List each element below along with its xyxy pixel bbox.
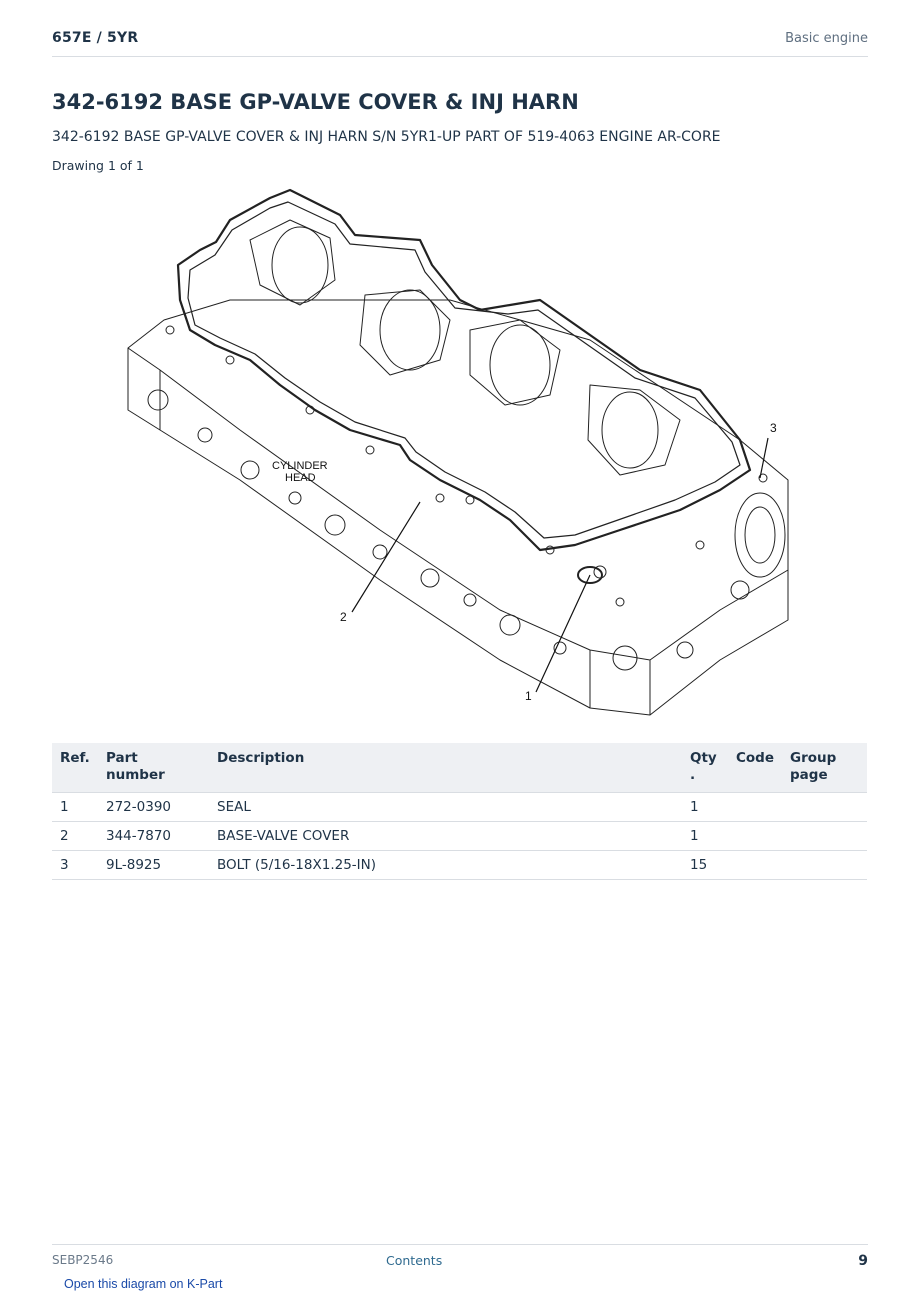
cell-ref: 1 xyxy=(52,792,98,822)
cell-code xyxy=(728,850,783,880)
col-qty-line1: Qty xyxy=(690,750,717,766)
cell-ref: 2 xyxy=(52,821,98,851)
cell-group-page xyxy=(782,792,867,822)
page-title: 342-6192 BASE GP-VALVE COVER & INJ HARN xyxy=(52,90,579,114)
col-qty: Qty . xyxy=(682,743,728,793)
table-header-row: Ref. Part number Description Qty . Code … xyxy=(52,743,867,793)
page-subtitle: 342-6192 BASE GP-VALVE COVER & INJ HARN … xyxy=(52,129,721,145)
page-header: 657E / 5YR Basic engine xyxy=(52,28,868,57)
cell-description: BASE-VALVE COVER xyxy=(209,821,682,851)
col-part-number: Part number xyxy=(98,743,209,793)
drawing-count-label: Drawing 1 of 1 xyxy=(52,158,144,173)
cell-group-page xyxy=(782,850,867,880)
cylinder-head-label-line1: CYLINDER xyxy=(272,460,328,472)
footer-divider xyxy=(52,1244,868,1245)
page-number: 9 xyxy=(858,1253,868,1269)
col-description: Description xyxy=(209,743,682,793)
cell-part-number: 272-0390 xyxy=(98,792,209,822)
document-id: SEBP2546 xyxy=(52,1253,114,1267)
cell-qty: 15 xyxy=(682,850,728,880)
col-ref: Ref. xyxy=(52,743,98,793)
callout-3: 3 xyxy=(770,421,777,435)
cell-qty: 1 xyxy=(682,821,728,851)
cell-description: BOLT (5/16-18X1.25-IN) xyxy=(209,850,682,880)
parts-table: Ref. Part number Description Qty . Code … xyxy=(52,743,867,880)
table-row: 2 344-7870 BASE-VALVE COVER 1 xyxy=(52,821,867,851)
table-row: 1 272-0390 SEAL 1 xyxy=(52,792,867,822)
cell-code xyxy=(728,792,783,822)
model-label: 657E / 5YR xyxy=(52,30,139,46)
valve-cover-base xyxy=(176,188,752,552)
table-row: 3 9L-8925 BOLT (5/16-18X1.25-IN) 15 xyxy=(52,850,867,880)
callout-2: 2 xyxy=(340,610,347,624)
contents-link[interactable]: Contents xyxy=(386,1253,443,1268)
col-group-page: Group page xyxy=(782,743,867,793)
cell-part-number: 344-7870 xyxy=(98,821,209,851)
cell-ref: 3 xyxy=(52,850,98,880)
col-code: Code xyxy=(728,743,783,793)
cell-description: SEAL xyxy=(209,792,682,822)
cylinder-head-outline xyxy=(127,299,789,716)
seal xyxy=(577,566,603,584)
col-group-line1: Group xyxy=(790,750,837,766)
cell-code xyxy=(728,821,783,851)
parts-diagram: 1 2 3 CYLINDER HEAD xyxy=(127,188,789,716)
cell-group-page xyxy=(782,821,867,851)
col-qty-line2: . xyxy=(690,767,696,783)
col-group-line2: page xyxy=(790,767,828,783)
cylinder-head-label-line2: HEAD xyxy=(285,472,316,484)
cell-qty: 1 xyxy=(682,792,728,822)
callout-1: 1 xyxy=(525,689,532,703)
kpart-diagram-link[interactable]: Open this diagram on K-Part xyxy=(64,1277,223,1291)
cell-part-number: 9L-8925 xyxy=(98,850,209,880)
section-label: Basic engine xyxy=(785,31,868,46)
